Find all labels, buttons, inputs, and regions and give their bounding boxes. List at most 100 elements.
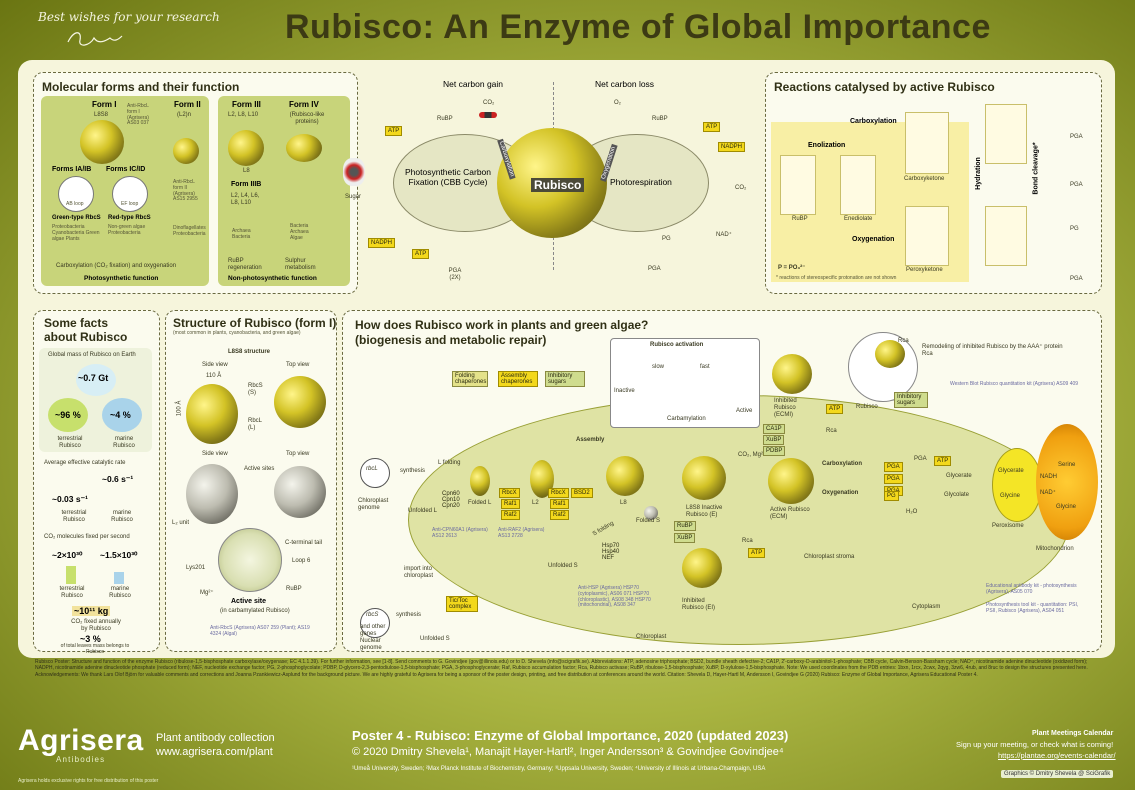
- glycine-mito: Glycine: [1056, 504, 1077, 510]
- folded-s-protein: [644, 506, 658, 520]
- stroma-label: Chloroplast stroma: [804, 554, 855, 560]
- atp-glycerate: ATP: [934, 456, 952, 466]
- nad-right: NAD⁺: [716, 232, 732, 238]
- rate-marine-label: marine Rubisco: [111, 510, 133, 523]
- mg-label: Mg²⁺: [200, 590, 214, 596]
- active-site-circle: [218, 528, 282, 592]
- rubp-structure: [780, 155, 816, 215]
- pga-2x-label: PGA (2X): [448, 268, 462, 281]
- glycerate-perox: Glycerate: [998, 468, 1024, 474]
- calendar-text: Sign up your meeting, or check what is c…: [956, 740, 1114, 749]
- side-view-protein: [186, 384, 238, 444]
- cbb-cycle-label: Photosynthetic Carbon Fixation (CBB Cycl…: [405, 167, 491, 187]
- glycolate-label: Glycolate: [944, 492, 970, 498]
- calendar-title: Plant Meetings Calendar: [1032, 730, 1114, 737]
- rbcs-gene: rbcS: [366, 612, 379, 618]
- enediolate-label: Enediolate: [844, 216, 873, 222]
- rbcl-label: RbcL (L): [248, 418, 262, 431]
- pga-top-1: PGA: [1070, 134, 1083, 140]
- carbamylated-label: (in carbamylated Rubisco): [220, 608, 290, 614]
- terrestrial-label: terrestrial Rubisco: [57, 436, 83, 449]
- unfolded-s-label: Unfolded S: [548, 563, 578, 569]
- rbcx-badge-2: RbcX: [548, 488, 569, 498]
- synthesis-label-1: synthesis: [400, 468, 426, 474]
- co2-left: CO₂: [483, 100, 495, 106]
- dim-110: 110 Å: [206, 373, 222, 379]
- atp-badge-bottom: ATP: [412, 249, 430, 259]
- atp-ecmi: ATP: [826, 404, 844, 414]
- green-organisms: Proteobacteria Cyanobacteria Green algae…: [52, 224, 100, 242]
- form1-label: Form I: [92, 100, 117, 109]
- form3b-label: Form IIIB: [231, 181, 262, 188]
- facts-title: Some facts about Rubisco: [44, 316, 128, 344]
- chloroplast-label: Chloroplast: [636, 634, 667, 640]
- form3-label: Form III: [232, 100, 261, 109]
- peroxisome-oval: [992, 448, 1042, 522]
- atp-badge-right: ATP: [703, 122, 721, 132]
- rbcs-antibody: Anti-RbcS (Agrisera) AS07 259 (Plant); A…: [210, 625, 310, 637]
- fast-label: fast: [700, 364, 710, 370]
- page-title: Rubisco: An Enzyme of Global Importance: [285, 8, 991, 46]
- unfolded-l-label: Unfolded L: [408, 508, 438, 514]
- rbcl-gene: rbcL: [366, 466, 378, 472]
- form4-label: Form IV: [289, 100, 319, 109]
- affiliations: ¹Umeå University, Sweden; ²Max Planck In…: [352, 766, 766, 772]
- pg-bio: PG: [884, 491, 899, 501]
- carboxylation-bio: Carboxylation: [822, 461, 863, 467]
- leaves-text: of total leaves mass belongs to Rubisco: [60, 643, 130, 655]
- marine-label: marine Rubisco: [113, 436, 135, 449]
- cytoplasm-label: Cytoplasm: [912, 604, 941, 610]
- signature: [67, 32, 123, 46]
- folded-l-label: Folded L: [468, 500, 492, 506]
- l8-label: L8: [620, 500, 627, 506]
- glycerate-label: Glycerate: [946, 473, 972, 479]
- enolization-label: Enolization: [808, 142, 846, 149]
- carboxyketone-label: Carboxyketone: [904, 176, 945, 182]
- ab-loop-label: AB loop: [66, 201, 84, 207]
- nuclear-genome-label: and other genes Nuclear genome: [360, 624, 386, 651]
- chloroplast-genome-label: Chloroplast genome: [358, 498, 389, 511]
- oxygenation-rx-label: Oxygenation: [852, 236, 895, 243]
- oxygenation-bio: Oxygenation: [822, 490, 859, 496]
- assembly-label: Assembly: [576, 437, 605, 443]
- rubisco-center-label: Rubisco: [531, 178, 585, 192]
- carboxylation-rx-label: Carboxylation: [850, 118, 897, 125]
- nuclear-genome-circle: [360, 608, 390, 638]
- marine-pct: ~4 %: [110, 410, 131, 420]
- l2-label: L2: [532, 500, 539, 506]
- co2-terrestrial-label: terrestrial Rubisco: [59, 586, 85, 599]
- xubp-badge-ecmi: XuBP: [763, 435, 785, 445]
- molecular-forms-title: Molecular forms and their function: [42, 80, 240, 94]
- rubp-regeneration: RuBP regeneration: [228, 258, 262, 271]
- l-folding-label: L folding: [438, 460, 461, 466]
- activation-box: [610, 338, 760, 428]
- active-site-label: Active site: [231, 598, 267, 605]
- form4-sub: (Rubisco-like proteins): [289, 112, 325, 125]
- terrestrial-circle: [48, 398, 88, 432]
- agrisera-url[interactable]: www.agrisera.com/plant: [156, 746, 273, 758]
- folded-l-protein: [470, 466, 490, 496]
- dim-100: 100 Å: [176, 400, 183, 417]
- rca-ei: Rca: [742, 538, 753, 544]
- calendar-url[interactable]: https://plantae.org/events-calendar/: [998, 751, 1116, 760]
- form2-sub: (L2)n: [177, 112, 192, 118]
- ef-loop-circle: [112, 176, 148, 212]
- side-view-label: Side view: [202, 362, 228, 368]
- xubp-badge-ei: XuBP: [674, 533, 696, 543]
- slow-label: slow: [652, 364, 665, 370]
- assembly-chap-legend: Assembly chaperones: [498, 371, 538, 387]
- loop6-label: Loop 6: [292, 558, 311, 564]
- nadh-label: NADH: [1040, 474, 1058, 480]
- fixed-value: ~10¹¹ kg: [72, 606, 111, 616]
- active-sites-label: Active sites: [244, 466, 275, 472]
- rate-terrestrial-label: terrestrial Rubisco: [61, 510, 87, 523]
- greeting: Best wishes for your research: [38, 10, 220, 24]
- raf-antibody: Anti-RAF2 (Agrisera) AS13 2728: [498, 527, 545, 539]
- pga-to-glycerate: PGA: [914, 456, 927, 462]
- net-carbon-gain: Net carbon gain: [443, 79, 504, 89]
- rbcx-badge-1: RbcX: [499, 488, 520, 498]
- pga-top-2: PGA: [1070, 182, 1083, 188]
- pga-bottom: PGA: [1070, 276, 1083, 282]
- form2-protein: [173, 138, 199, 164]
- photosynthetic-function: Photosynthetic function: [84, 275, 159, 282]
